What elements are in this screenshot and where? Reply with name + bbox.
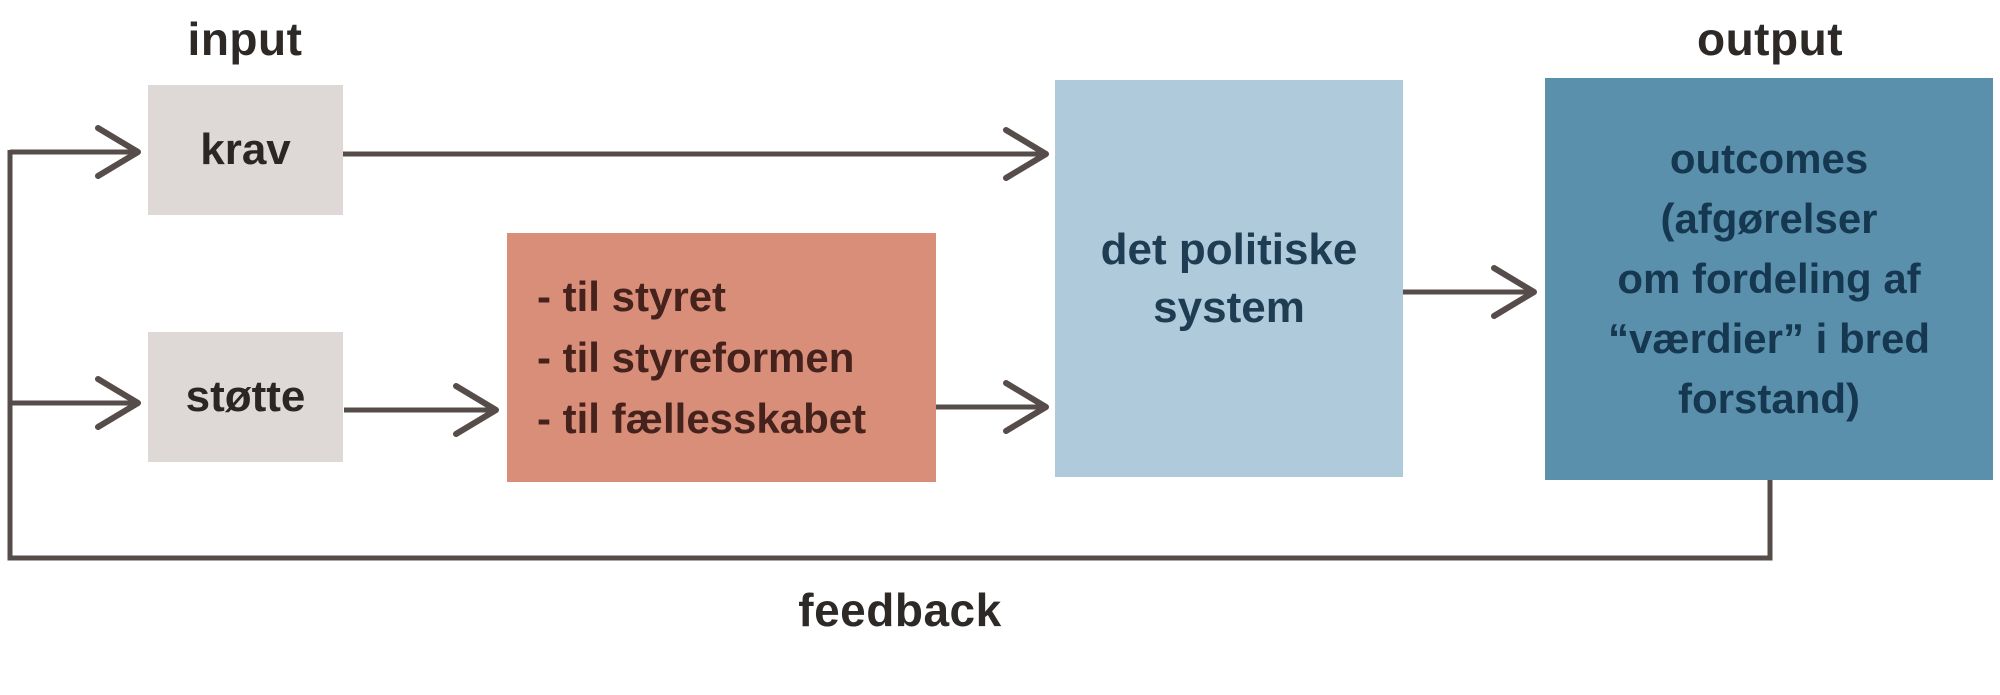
political-system-label-line: system [1153, 282, 1305, 332]
support-list-item: - til styreformen [537, 334, 855, 381]
outcomes-text-line: om fordeling af [1617, 255, 1921, 302]
outcomes-text-line: outcomes [1669, 135, 1869, 182]
support-list-item: - til styret [537, 273, 727, 320]
box-support-list: - til styret - til styreformen - til fæl… [507, 233, 936, 482]
box-political-system: det politiske system [1055, 80, 1403, 477]
box-stoette: støtte [148, 332, 343, 462]
krav-label: krav [200, 125, 291, 174]
box-outcomes: outcomes (afgørelser om fordeling af “væ… [1545, 78, 1993, 480]
political-system-label-line: det politiske [1100, 224, 1358, 274]
stoette-label: støtte [185, 372, 306, 421]
input-label: input [187, 13, 303, 65]
support-list-item: - til fællesskabet [537, 395, 867, 442]
feedback-loop-line [7, 150, 1773, 561]
feedback-label: feedback [798, 584, 1002, 636]
outcomes-text-line: forstand) [1678, 375, 1860, 422]
outcomes-text-line: “værdier” i bred [1607, 315, 1931, 362]
output-label: output [1696, 13, 1844, 65]
box-krav: krav [148, 85, 343, 215]
outcomes-text-line: (afgørelser [1660, 195, 1878, 242]
